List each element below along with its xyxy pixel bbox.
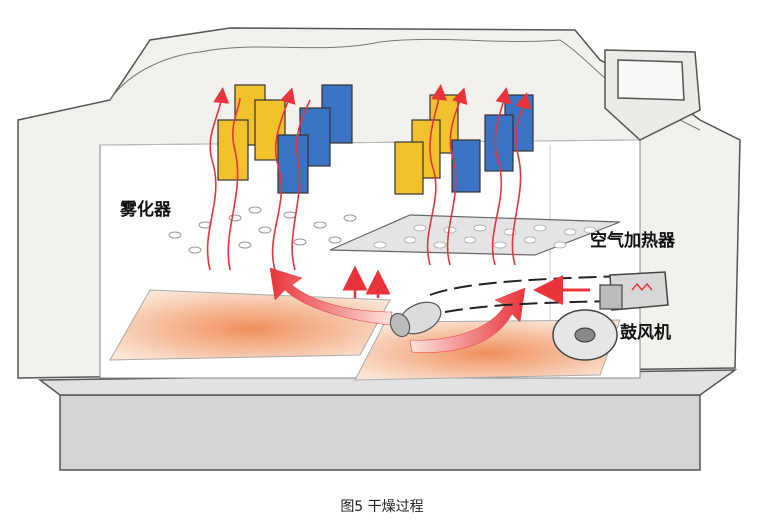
figure-caption: 图5 干燥过程	[340, 499, 424, 515]
label-blower: 鼓风机	[620, 322, 671, 343]
drying-process-diagram: 雾化器 空气加热器 鼓风机	[17, 27, 741, 471]
atomizer-droplets	[168, 206, 357, 254]
rising-air-arrows	[342, 265, 391, 298]
heat-wave-lines	[206, 84, 531, 271]
air-duct-nozzle	[389, 301, 442, 338]
control-panel	[604, 49, 701, 141]
air-heater-grid	[329, 214, 621, 256]
chamber-base	[37, 369, 738, 471]
label-atomizer: 雾化器	[119, 199, 172, 220]
label-air-heater: 空气加热器	[590, 230, 676, 251]
heated-floor-left	[109, 289, 391, 361]
specimen-cluster-left	[217, 84, 353, 194]
blower-unit	[552, 271, 669, 361]
